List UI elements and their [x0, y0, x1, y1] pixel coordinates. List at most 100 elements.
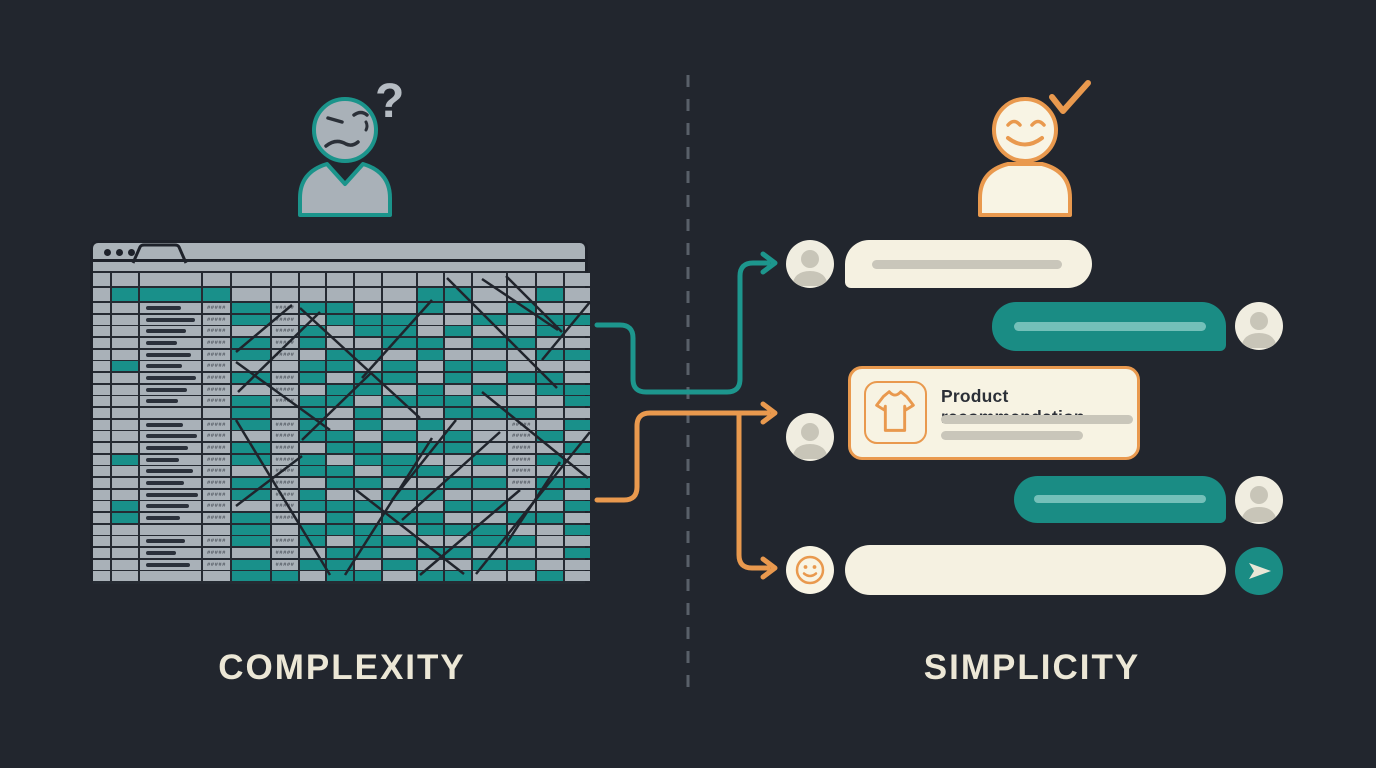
table-cell-highlight [473, 361, 506, 371]
table-cell [565, 490, 590, 500]
table-cell [445, 273, 471, 286]
table-cell [383, 501, 416, 511]
message-placeholder [1014, 322, 1206, 331]
table-cell [203, 525, 230, 535]
table-cell [418, 536, 443, 546]
table-cell [537, 536, 563, 546]
table-cell [445, 385, 471, 395]
table-cell-highlight [537, 431, 563, 441]
table-cell [327, 338, 353, 348]
table-cell-digits: ##### [272, 513, 298, 523]
table-cell-highlight [203, 288, 230, 301]
table-cell-text [140, 478, 201, 488]
table-cell-digits: ##### [508, 443, 535, 453]
table-cell [232, 326, 270, 336]
table-cell [300, 478, 325, 488]
table-cell-digits: ##### [203, 373, 230, 383]
table-cell [300, 513, 325, 523]
table-cell-highlight [272, 571, 298, 581]
table-cell [112, 490, 138, 500]
table-cell-highlight [473, 478, 506, 488]
table-cell-highlight [418, 288, 443, 301]
table-cell-digits: ##### [508, 466, 535, 476]
table-cell-highlight [355, 315, 381, 325]
table-cell [327, 373, 353, 383]
table-cell-highlight [300, 560, 325, 570]
table-cell [140, 408, 201, 418]
table-cell-digits: ##### [203, 536, 230, 546]
table-cell [232, 501, 270, 511]
table-cell [93, 443, 110, 453]
table-cell-text [140, 385, 201, 395]
table-cell-highlight [473, 536, 506, 546]
table-cell-highlight [537, 478, 563, 488]
table-cell-highlight [300, 326, 325, 336]
table-cell-text [140, 501, 201, 511]
table-cell [473, 373, 506, 383]
table-cell-text [140, 361, 201, 371]
chat-bubble-user [845, 240, 1092, 288]
happy-person-icon [978, 80, 1091, 217]
table-cell-text [140, 455, 201, 465]
table-cell-highlight [355, 455, 381, 465]
table-cell [537, 303, 563, 313]
table-cell-highlight [327, 350, 353, 360]
table-cell-digits: ##### [272, 350, 298, 360]
table-cell [300, 548, 325, 558]
table-cell [383, 288, 416, 301]
table-cell-highlight [355, 443, 381, 453]
table-cell-text [140, 326, 201, 336]
table-cell [327, 326, 353, 336]
table-cell [93, 513, 110, 523]
table-cell-highlight [355, 408, 381, 418]
table-cell-text [140, 420, 201, 430]
table-cell-highlight [418, 350, 443, 360]
chat-bubble-bot [992, 302, 1226, 351]
table-cell-highlight [508, 373, 535, 383]
spreadsheet-window: ##### ##### ##### ##### ##### ##### ##### #####… [90, 240, 590, 584]
table-cell-highlight [300, 525, 325, 535]
table-cell-text [140, 338, 201, 348]
table-cell-digits: ##### [272, 431, 298, 441]
table-cell-digits: ##### [203, 548, 230, 558]
table-cell [300, 288, 325, 301]
card-text-placeholder [941, 431, 1083, 440]
table-cell [93, 350, 110, 360]
table-cell-highlight [508, 338, 535, 348]
table-cell [508, 385, 535, 395]
table-cell-digits: ##### [272, 501, 298, 511]
table-cell [565, 326, 590, 336]
table-cell [383, 420, 416, 430]
table-cell-text [140, 490, 201, 500]
message-input [845, 545, 1226, 595]
table-cell-digits: ##### [272, 303, 298, 313]
table-cell [383, 525, 416, 535]
table-cell-highlight [327, 315, 353, 325]
table-cell-highlight [355, 571, 381, 581]
table-cell [140, 571, 201, 581]
table-cell-highlight [327, 303, 353, 313]
table-cell-digits: ##### [508, 431, 535, 441]
table-cell-highlight [565, 478, 590, 488]
table-cell-highlight [445, 288, 471, 301]
table-cell [232, 361, 270, 371]
table-cell [272, 288, 298, 301]
table-cell [537, 338, 563, 348]
table-cell [473, 326, 506, 336]
table-cell [355, 513, 381, 523]
send-button [1235, 547, 1283, 595]
table-cell [300, 273, 325, 286]
table-cell [508, 361, 535, 371]
table-cell [112, 273, 138, 286]
table-cell [93, 560, 110, 570]
table-cell-digits: ##### [272, 536, 298, 546]
table-cell-digits: ##### [203, 501, 230, 511]
table-cell-highlight [355, 350, 381, 360]
table-cell-highlight [565, 350, 590, 360]
table-cell [565, 303, 590, 313]
table-cell [300, 350, 325, 360]
simplicity-label: SIMPLICITY [923, 648, 1141, 687]
table-cell [272, 408, 298, 418]
table-cell-highlight [445, 396, 471, 406]
table-cell [203, 273, 230, 286]
